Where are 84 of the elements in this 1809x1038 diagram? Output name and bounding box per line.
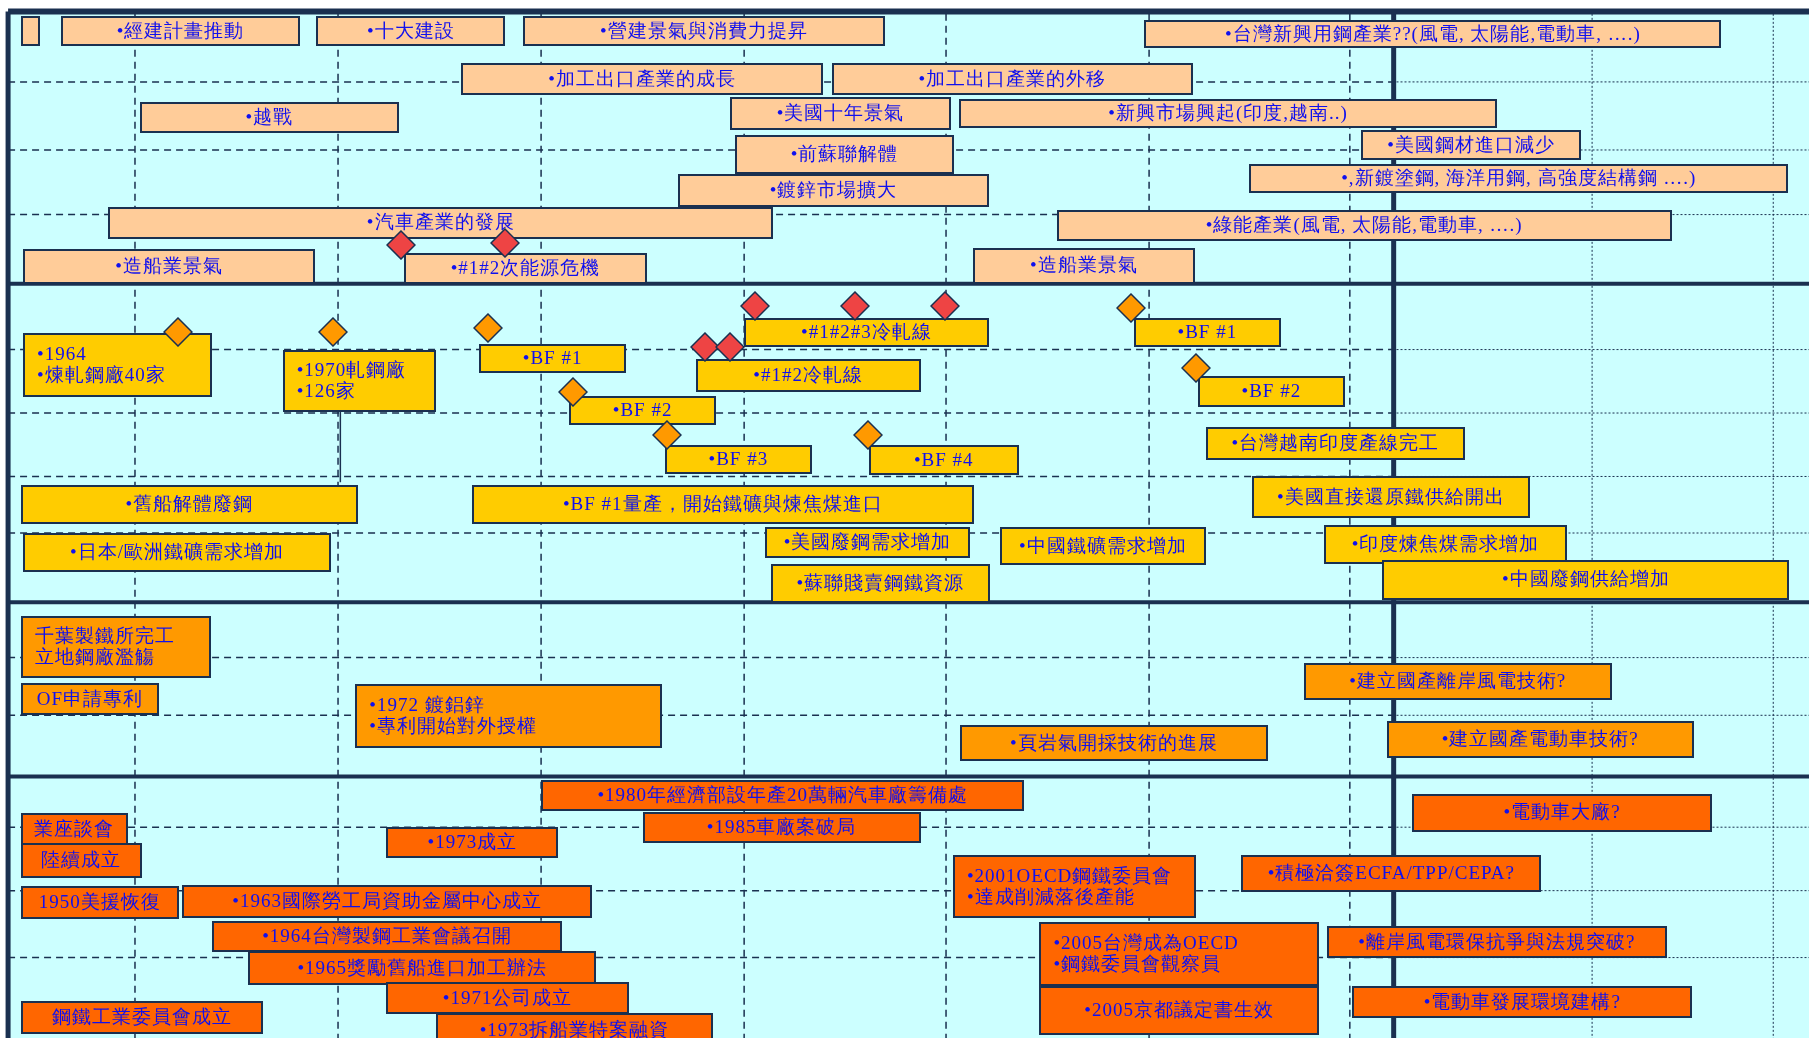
event-bar [1039,921,1319,987]
event-bar: •BF #4 [868,445,1019,476]
event-bar: •1980年經濟部設年產20萬輛汽車廠籌備處 [541,779,1025,812]
event-bar: •,新鍍塗鋼, 海洋用鋼, 高強度結構鋼 ….) [1249,163,1789,193]
event-bar: •1963國際勞工局資助金屬中心成立 [182,884,592,919]
event-bar: •造船業景氣 [972,248,1196,284]
event-bar: •1973成立 [386,827,559,859]
event-bar: •經建計畫推動 [61,16,300,47]
event-text: •煉軋鋼廠40家 [37,365,166,386]
event-text: •126家 [296,380,356,402]
event-bar: •營建景氣與消費力提昇 [522,16,885,47]
event-text: •2005台灣成為OECD [1053,933,1239,954]
event-bar: •離岸風電環保抗爭與法規突破? [1326,926,1668,958]
event-bar: •1985車廠案破局 [642,812,921,844]
milestone-diamond [1115,293,1146,324]
event-bar: •加工出口產業的外移 [831,63,1193,95]
milestone-diamond [852,419,883,450]
event-bar: •中國廢鋼供給增加 [1382,559,1790,600]
event-text: 立地鋼廠濫觴 [34,647,155,669]
event-bar: •BF #1 [1134,318,1281,348]
event-text: •達成削減落後產能 [966,886,1135,908]
event-bar: •#1#2#3冷軋線 [744,318,989,348]
event-bar: •美國廢鋼需求增加 [764,527,971,559]
event-bar: •電動車發展環境建構? [1352,986,1693,1018]
event-bar: •台灣新興用鋼產業??(風電, 太陽能,電動車, ….) [1144,19,1722,49]
event-text: •專利開始對外授權 [369,715,537,737]
event-bar [20,16,41,47]
event-text: •2001OECD鋼鐵委員會 [966,865,1173,887]
event-bar: •建立國產電動車技術? [1386,721,1694,758]
event-bar: OF申請專利 [20,683,160,716]
event-bar: •汽車產業的發展 [108,206,773,239]
event-bar: •BF #1 [478,343,627,373]
milestone-diamond [473,312,503,343]
event-bar: •蘇聯賤賣鋼鐵資源 [770,564,990,604]
event-bar: •新興市場興起(印度,越南..) [958,99,1498,129]
milestone-diamond [558,377,589,408]
event-text: •1970軋鋼廠 [296,359,407,381]
event-bar: •加工出口產業的成長 [461,63,823,95]
event-bar: •建立國產離岸風電技術? [1303,663,1612,701]
milestone-diamond [839,290,870,321]
event-bar [20,616,212,679]
event-bar: 陸續成立 [20,843,142,878]
event-bar [282,349,437,412]
event-bar: •台灣越南印度產線完工 [1205,426,1466,461]
event-bar: •#1#2冷軋線 [695,358,921,393]
event-bar [952,854,1197,919]
event-bar: •1964台灣製鋼工業會議召開 [212,920,562,952]
event-bar: •美國直接還原鐵供給開出 [1251,476,1530,518]
event-bar: •綠能產業(風電, 太陽能,電動車, ….) [1056,209,1672,242]
event-bar: •中國鐵礦需求增加 [1000,527,1206,566]
milestone-diamond [929,290,960,321]
event-bar: •頁岩氣開採技術的進展 [959,724,1268,762]
event-bar [23,333,213,397]
event-bar: 鋼鐵工業委員會成立 [20,1001,264,1034]
event-text: 千葉製鐵所完工 [34,626,175,647]
event-bar: •美國十年景氣 [730,96,951,131]
event-bar: 業座談會 [20,813,129,846]
event-bar: •積極洽簽ECFA/TPP/CEPA? [1241,854,1542,892]
event-bar: •美國鋼材進口減少 [1361,130,1581,161]
event-bar: •日本/歐洲鐵礦需求增加 [23,533,332,573]
event-bar: •舊船解體廢鋼 [20,484,358,524]
event-bar: •BF #1量產，開始鐵礦與煉焦煤進口 [471,484,974,524]
event-text: •1964 [37,344,87,365]
event-bar: •十大建設 [316,16,506,47]
event-bar: •#1#2次能源危機 [403,252,648,284]
milestone-diamond [689,332,720,363]
event-bar: •BF #3 [664,445,813,475]
event-bar: •前蘇聯解體 [734,134,955,175]
event-bar: •造船業景氣 [23,249,315,284]
event-bar [355,684,663,748]
event-bar: 1950美援恢復 [20,886,179,920]
event-text: •1972 鍍鋁鋅 [369,694,485,716]
milestone-diamond [739,290,770,321]
event-bar: •2005京都議定書生效 [1039,986,1319,1035]
milestone-diamond [162,317,193,348]
milestone-diamond [715,332,746,363]
milestone-diamond [1181,353,1212,383]
event-text: •鋼鐵委員會觀察員 [1053,954,1222,975]
event-bar: •越戰 [139,101,400,133]
event-bar: •BF #2 [1197,376,1346,408]
milestone-diamond [651,419,682,450]
event-bar: •鍍鋅市場擴大 [678,174,989,207]
milestone-diamond [386,229,417,260]
event-bar: •電動車大廠? [1412,793,1713,832]
